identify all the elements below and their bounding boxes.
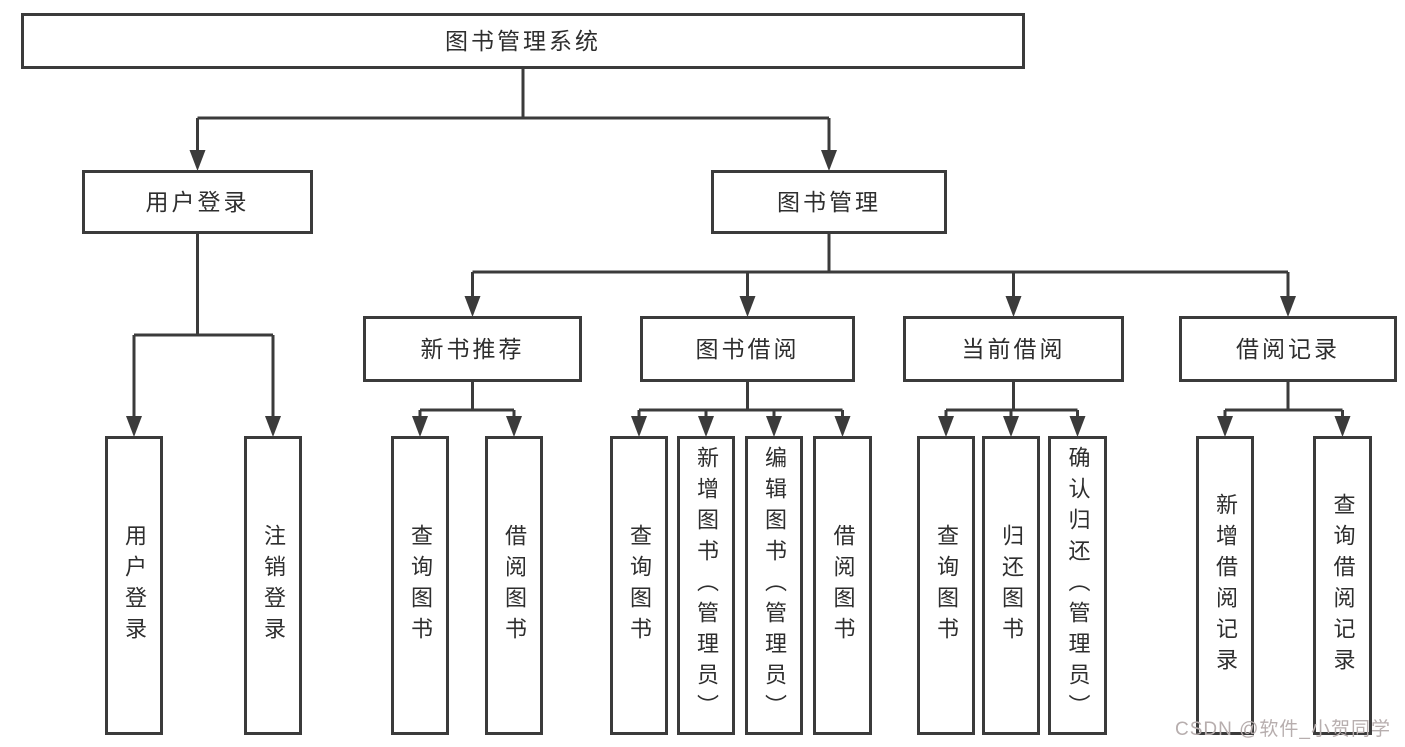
arrowhead-icon <box>1003 416 1019 437</box>
arrowhead-icon <box>766 416 782 437</box>
arrowhead-icon <box>1217 416 1233 437</box>
node-login-logout: 注销登录 <box>244 436 302 735</box>
node-record: 借阅记录 <box>1179 316 1397 382</box>
node-label: 图书管理系统 <box>445 27 601 54</box>
node-label: 图书管理 <box>777 188 881 215</box>
node-label: 借阅图书 <box>830 523 856 648</box>
node-newrec: 新书推荐 <box>363 316 582 382</box>
node-label: 编辑图书（管理员） <box>762 446 787 725</box>
arrowhead-icon <box>1069 416 1086 437</box>
arrowhead-icon <box>189 150 206 171</box>
node-c-return: 归还图书 <box>982 436 1040 735</box>
node-label: 用户登录 <box>145 188 250 215</box>
node-label: 借阅图书 <box>502 523 527 648</box>
arrowhead-icon <box>834 416 851 437</box>
watermark: CSDN @软件_小贺同学 <box>1175 719 1391 740</box>
arrowhead-icon <box>631 416 647 437</box>
node-label: 用户登录 <box>122 523 147 648</box>
node-nr-query: 查询图书 <box>391 436 449 735</box>
node-nr-borrow: 借阅图书 <box>485 436 543 735</box>
node-label: 新增借阅记录 <box>1213 492 1238 679</box>
node-borrow: 图书借阅 <box>640 316 855 382</box>
node-b-borrow: 借阅图书 <box>813 436 872 735</box>
arrowhead-icon <box>1280 296 1296 317</box>
arrowhead-icon <box>1005 296 1022 317</box>
node-current: 当前借阅 <box>903 316 1124 382</box>
node-label: 查询图书 <box>627 523 652 648</box>
node-b-add: 新增图书（管理员） <box>677 436 735 735</box>
arrowhead-icon <box>506 416 522 437</box>
arrowhead-icon <box>265 416 281 437</box>
node-c-query: 查询图书 <box>917 436 975 735</box>
node-label: 当前借阅 <box>961 335 1066 362</box>
node-r-add: 新增借阅记录 <box>1196 436 1254 735</box>
arrowhead-icon <box>1334 416 1351 437</box>
node-mgmt: 图书管理 <box>711 170 947 234</box>
node-login-user: 用户登录 <box>105 436 163 735</box>
node-login: 用户登录 <box>82 170 313 234</box>
node-label: 查询图书 <box>934 523 959 648</box>
node-b-query: 查询图书 <box>610 436 668 735</box>
node-label: 借阅记录 <box>1236 335 1340 362</box>
node-label: 图书借阅 <box>695 335 800 362</box>
node-label: 确认归还（管理员） <box>1065 446 1091 725</box>
node-label: 新增图书（管理员） <box>694 446 719 725</box>
node-label: 注销登录 <box>261 523 286 648</box>
arrowhead-icon <box>739 296 756 317</box>
node-r-query: 查询借阅记录 <box>1313 436 1372 735</box>
node-b-edit: 编辑图书（管理员） <box>745 436 803 735</box>
arrowhead-icon <box>412 416 428 437</box>
arrowhead-icon <box>464 296 481 317</box>
node-label: 新书推荐 <box>420 335 525 362</box>
node-root: 图书管理系统 <box>21 13 1025 69</box>
arrowhead-icon <box>938 416 954 437</box>
arrowhead-icon <box>126 416 142 437</box>
arrowhead-icon <box>698 416 714 437</box>
node-c-confirm: 确认归还（管理员） <box>1048 436 1107 735</box>
node-label: 归还图书 <box>999 523 1024 648</box>
node-label: 查询借阅记录 <box>1330 492 1356 679</box>
arrowhead-icon <box>821 150 837 171</box>
node-label: 查询图书 <box>408 523 433 648</box>
